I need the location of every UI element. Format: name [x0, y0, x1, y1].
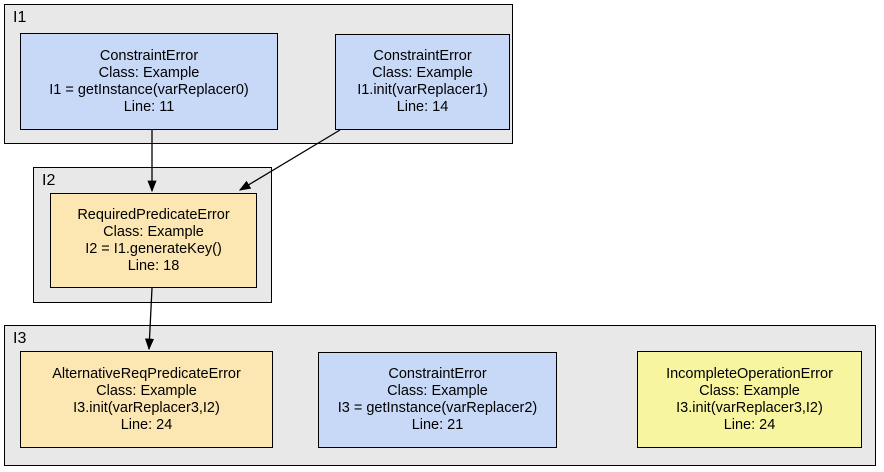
error-node-incompleteoperationerror-i3: IncompleteOperationError Class: Example … — [637, 351, 862, 448]
node-class: Class: Example — [96, 382, 197, 399]
error-node-alternativereqpredicateerror-i3: AlternativeReqPredicateError Class: Exam… — [20, 351, 273, 448]
error-node-constrainterror-i1-init: ConstraintError Class: Example I1.init(v… — [335, 34, 510, 130]
node-line-number: Line: 18 — [127, 257, 180, 274]
cluster-i2-label: I2 — [42, 172, 56, 189]
node-error-type: IncompleteOperationError — [666, 365, 833, 382]
node-error-type: RequiredPredicateError — [77, 206, 230, 223]
node-statement: I3 = getInstance(varReplacer2) — [337, 400, 538, 416]
node-class: Class: Example — [699, 382, 800, 399]
node-error-type: ConstraintError — [373, 48, 472, 64]
error-node-constrainterror-i3-getinstance: ConstraintError Class: Example I3 = getI… — [318, 352, 557, 448]
node-error-type: ConstraintError — [99, 47, 199, 64]
node-statement: I3.init(varReplacer3,I2) — [73, 399, 220, 416]
cluster-i1-label: I1 — [13, 9, 27, 26]
node-line-number: Line: 11 — [123, 98, 175, 115]
node-statement: I1 = getInstance(varReplacer0) — [49, 81, 249, 98]
node-statement: I2 = I1.generateKey() — [85, 240, 222, 257]
node-error-type: AlternativeReqPredicateError — [52, 365, 241, 382]
node-class: Class: Example — [98, 64, 200, 81]
node-line-number: Line: 21 — [411, 417, 464, 433]
cluster-i3-label: I3 — [13, 330, 27, 347]
error-node-constrainterror-i1-getinstance: ConstraintError Class: Example I1 = getI… — [20, 33, 278, 130]
node-statement: I1.init(varReplacer1) — [357, 82, 488, 98]
node-class: Class: Example — [103, 223, 204, 240]
node-line-number: Line: 14 — [396, 99, 449, 115]
error-node-requiredpredicateerror-i2: RequiredPredicateError Class: Example I2… — [50, 193, 257, 288]
node-class: Class: Example — [372, 65, 473, 81]
node-error-type: ConstraintError — [388, 366, 487, 382]
node-class: Class: Example — [387, 383, 488, 399]
node-line-number: Line: 24 — [120, 416, 173, 433]
node-statement: I3.init(varReplacer3,I2) — [676, 399, 823, 416]
node-line-number: Line: 24 — [723, 416, 776, 433]
